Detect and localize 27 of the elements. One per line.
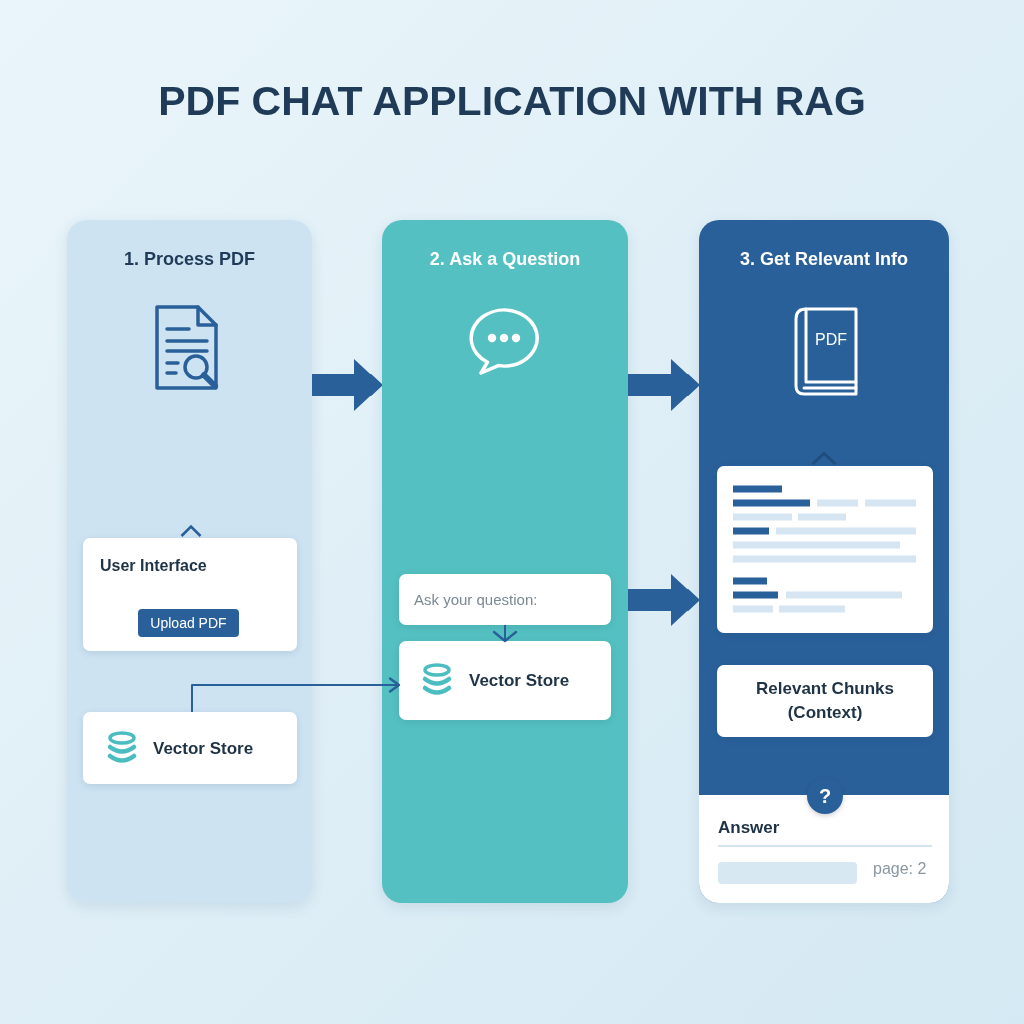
block-arrow	[628, 574, 699, 626]
arrow	[191, 677, 401, 713]
panel-title: 3. Get Relevant Info	[740, 248, 908, 271]
card-title: Relevant Chunks (Context)	[755, 678, 895, 724]
page-number: page: 2	[873, 859, 927, 879]
book-cover-text: PDF	[814, 330, 848, 350]
panel-title: 1. Process PDF	[123, 248, 256, 271]
question-input-field: Ask your question:	[399, 574, 611, 625]
upload-button: Upload PDF	[138, 609, 239, 637]
question-circle: ?	[807, 778, 843, 814]
component-card	[83, 538, 297, 651]
component-card	[83, 712, 297, 784]
answer-heading: Answer	[718, 817, 780, 839]
component-card	[399, 641, 611, 720]
context-card	[717, 665, 933, 737]
step-panel	[382, 220, 628, 903]
card-title: Vector Store	[153, 738, 254, 760]
document-preview-card	[717, 466, 933, 633]
card-title: User Interface	[100, 556, 207, 576]
step-panel	[699, 220, 949, 903]
arrow	[492, 624, 518, 643]
diagram-title: PDF CHAT APPLICATION WITH RAG	[158, 78, 866, 124]
step-panel	[67, 220, 312, 903]
card-title: Vector Store	[469, 670, 570, 692]
block-arrow	[628, 359, 699, 411]
block-arrow	[312, 359, 382, 411]
panel-title: 2. Ask a Question	[429, 248, 581, 271]
